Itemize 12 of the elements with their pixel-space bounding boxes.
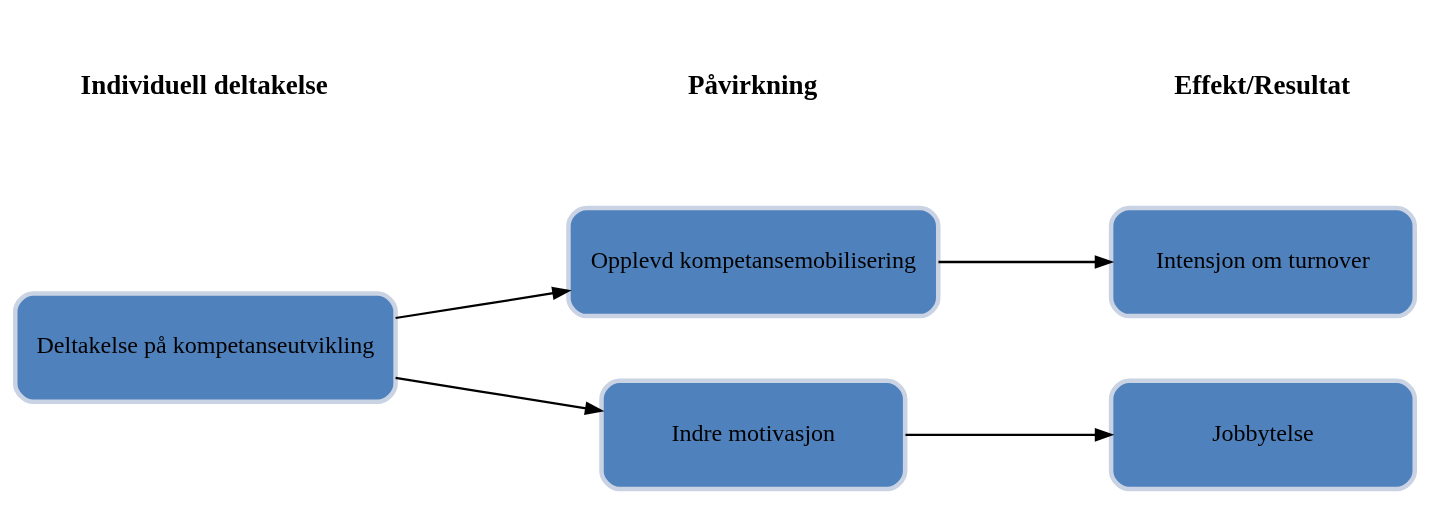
node-box: Opplevd kompetansemobilisering — [566, 205, 941, 318]
label: Effekt/Resultat — [1174, 69, 1351, 100]
node-box: Jobbytelse — [1108, 378, 1417, 491]
arrow — [938, 254, 1115, 269]
node-box: Intensjon om turnover — [1108, 205, 1417, 318]
arrow — [905, 427, 1115, 442]
node-box: Deltakelse på kompetanseutvikling — [13, 290, 398, 404]
node-box: Indre motivasjon — [599, 378, 908, 491]
arrow — [395, 376, 605, 415]
label: Påvirkning — [687, 69, 818, 100]
arrow — [395, 286, 572, 319]
label: Individuell deltakelse — [80, 69, 328, 100]
